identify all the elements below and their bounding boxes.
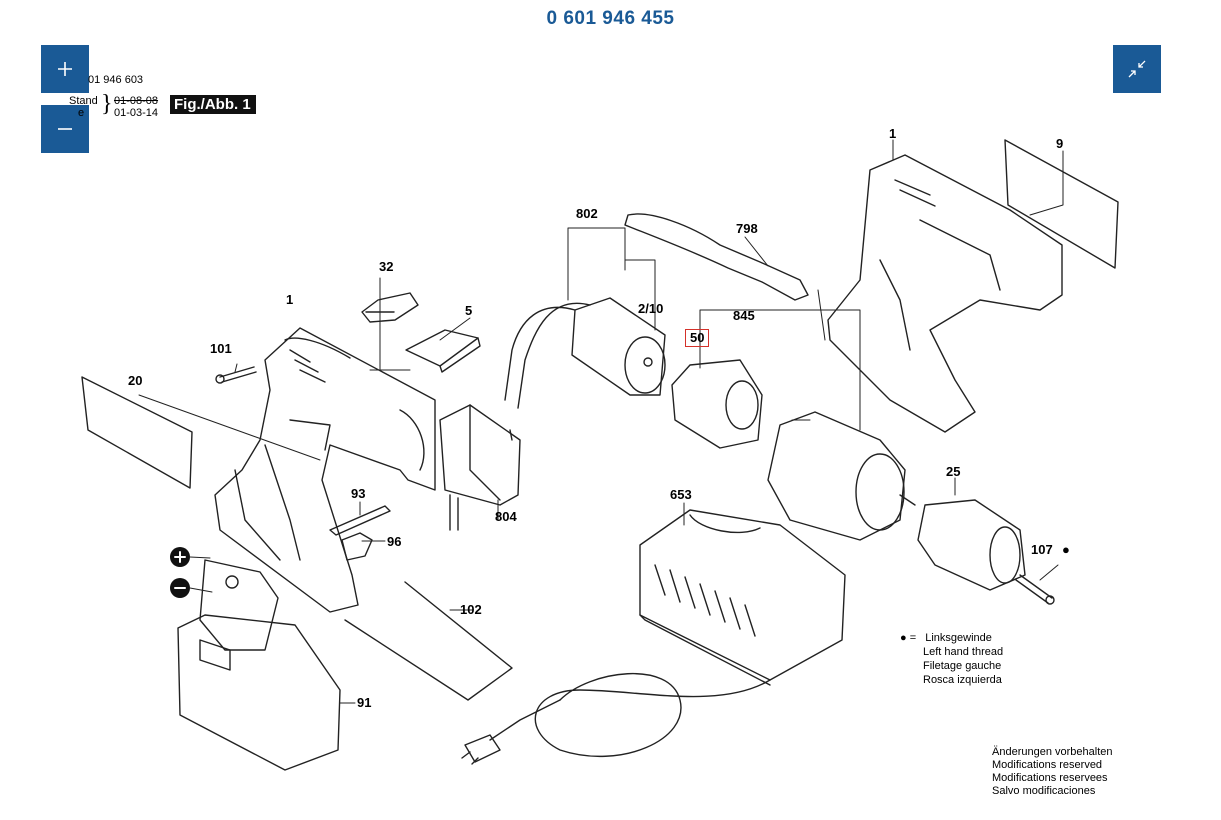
part-label-50[interactable]: 50 xyxy=(685,329,710,347)
label-plate-9 xyxy=(1004,139,1119,269)
footer-de: Änderungen vorbehalten xyxy=(992,746,1113,758)
legend-text-en: Left hand thread xyxy=(923,646,1004,658)
part-label-9[interactable]: 9 xyxy=(1056,136,1064,151)
collapse-arrows-icon xyxy=(1128,60,1146,78)
zoom-in-button[interactable] xyxy=(41,45,89,93)
part-label-96[interactable]: 96 xyxy=(387,534,402,549)
part-label-20[interactable]: 20 xyxy=(128,373,143,388)
part-label-1-right[interactable]: 1 xyxy=(889,126,897,141)
gear-50 xyxy=(671,359,763,449)
gearbox-845 xyxy=(767,411,916,541)
screw-101 xyxy=(215,366,257,384)
legend-text-es: Rosca izquierda xyxy=(923,674,1002,686)
part-label-25[interactable]: 25 xyxy=(946,464,961,479)
thread-legend: ● = Linksgewinde Left hand thread Fileta… xyxy=(900,631,1003,687)
figure-label: Fig./Abb. 1 xyxy=(170,95,256,114)
button-32 xyxy=(361,292,419,323)
plus-icon xyxy=(58,62,72,76)
left-hand-thread-marker: ● xyxy=(1062,542,1070,557)
part-label-798[interactable]: 798 xyxy=(736,221,758,236)
clip-96 xyxy=(341,532,373,561)
housing-right xyxy=(827,154,1063,433)
legend-row-de: ● = Linksgewinde xyxy=(900,631,1003,645)
modifications-note: Änderungen vorbehalten Modifications res… xyxy=(992,746,1112,798)
charger-653 xyxy=(461,509,846,765)
legend-text-fr: Filetage gauche xyxy=(923,660,1002,672)
stand-label-line2: e xyxy=(78,107,85,119)
part-label-802[interactable]: 802 xyxy=(576,206,598,221)
revision-date-old: 01-08-08 xyxy=(114,95,159,107)
screw-107 xyxy=(1015,574,1055,605)
stand-label: Stand xyxy=(69,95,98,107)
minus-icon xyxy=(58,128,72,130)
page-title: 0 601 946 455 xyxy=(546,8,675,29)
zoom-out-button[interactable] xyxy=(41,105,89,153)
legend-bullet: ● xyxy=(900,632,907,644)
legend-text-de: Linksgewinde xyxy=(925,632,992,644)
part-label-5[interactable]: 5 xyxy=(465,303,473,318)
switch-804 xyxy=(439,404,521,531)
footer-es: Salvo modificaciones xyxy=(992,785,1096,797)
slider-5 xyxy=(405,329,481,373)
part-label-91[interactable]: 91 xyxy=(357,695,372,710)
part-label-845[interactable]: 845 xyxy=(733,308,755,323)
part-label-2-10[interactable]: 2/10 xyxy=(638,301,664,316)
part-label-102[interactable]: 102 xyxy=(460,602,482,617)
lever-93 xyxy=(329,505,391,536)
wire-102 xyxy=(344,581,513,701)
document-number: 01 946 603 xyxy=(88,74,144,86)
revision-date-new: 01-03-14 xyxy=(114,107,159,119)
collapse-view-button[interactable] xyxy=(1113,45,1161,93)
label-plate-20 xyxy=(81,376,193,489)
battery-91 xyxy=(177,559,341,771)
part-label-93[interactable]: 93 xyxy=(351,486,366,501)
footer-en: Modifications reserved xyxy=(992,759,1103,771)
part-label-804[interactable]: 804 xyxy=(495,509,517,524)
part-label-1-left[interactable]: 1 xyxy=(286,292,294,307)
brace-glyph: } xyxy=(101,91,113,117)
footer-fr: Modifications reservees xyxy=(992,772,1108,784)
chuck-25 xyxy=(917,499,1026,591)
leader-lines xyxy=(138,139,1064,704)
housing-left xyxy=(214,327,436,613)
legend-equals: = xyxy=(909,632,917,644)
motor-2-10 xyxy=(504,297,666,409)
strap-798 xyxy=(624,213,809,301)
part-label-101[interactable]: 101 xyxy=(210,341,232,356)
part-label-653[interactable]: 653 xyxy=(670,487,692,502)
part-label-32[interactable]: 32 xyxy=(379,259,394,274)
part-label-107[interactable]: 107 xyxy=(1031,542,1053,557)
